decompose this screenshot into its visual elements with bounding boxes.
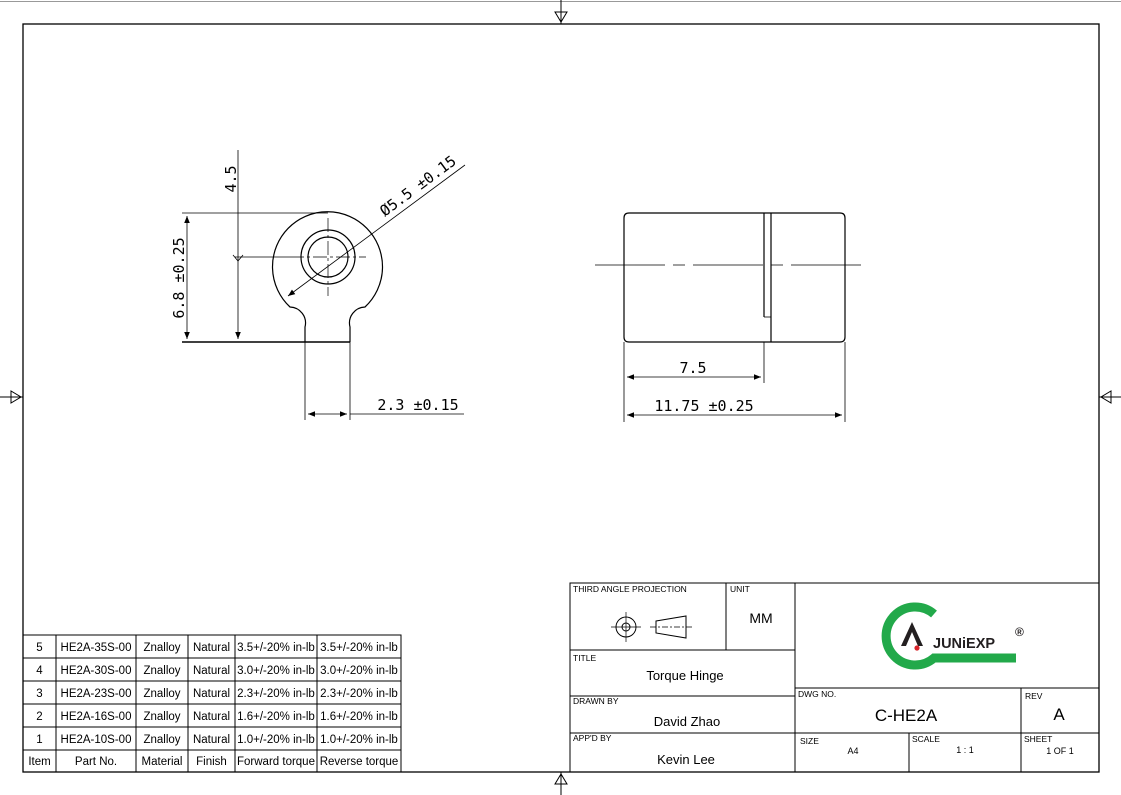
bom-row: 1 HE2A-10S-00 Znalloy Natural 1.0+/-20% in-l…	[36, 734, 398, 746]
bom-cell: 3	[36, 688, 42, 700]
diameter-leader	[287, 164, 466, 297]
bom-row: 4 HE2A-30S-00 Znalloy Natural 3.0+/-20% in-l…	[36, 665, 398, 677]
rev-value: A	[1053, 705, 1065, 724]
bom-cell: 3.0+/-20% in-lb	[237, 665, 315, 677]
bom-cell: Natural	[193, 734, 230, 746]
appd-by-value: Kevin Lee	[657, 752, 715, 767]
dim-height-label: 6.8 ±0.25	[170, 237, 188, 318]
bom-header-material: Material	[142, 756, 183, 768]
bom-cell: 5	[36, 642, 42, 654]
bom-cell: HE2A-35S-00	[61, 642, 132, 654]
bom-cell: 1.6+/-20% in-lb	[320, 711, 398, 723]
bom-cell: Znalloy	[143, 711, 180, 723]
bom-cell: HE2A-16S-00	[61, 711, 132, 723]
sheet-label: SHEET	[1024, 734, 1052, 744]
bom-cell: Znalloy	[143, 688, 180, 700]
bom-cell: 1	[36, 734, 42, 746]
dim-top-label: 4.5	[222, 165, 240, 192]
bom-cell: Znalloy	[143, 665, 180, 677]
bom-cell: 3.5+/-20% in-lb	[237, 642, 315, 654]
logo-green-swoosh-icon	[881, 602, 1016, 670]
bom-cell: Natural	[193, 642, 230, 654]
drawn-by-value: David Zhao	[654, 714, 720, 729]
bom-cell: 3.5+/-20% in-lb	[320, 642, 398, 654]
size-label: SIZE	[800, 736, 819, 746]
right-center-mark-icon	[1100, 390, 1112, 404]
bom-cell: Znalloy	[143, 642, 180, 654]
bom-cell: 3.0+/-20% in-lb	[320, 665, 398, 677]
dwg-no-label: DWG NO.	[798, 689, 836, 699]
unit-value: MM	[749, 610, 772, 626]
bom-header-item: Item	[28, 756, 50, 768]
bom-cell: HE2A-23S-00	[61, 688, 132, 700]
bom-row: 5 HE2A-35S-00 Znalloy Natural 3.5+/-20% in-l…	[36, 642, 398, 654]
bom-header-row: Item Part No. Material Finish Forward to…	[28, 756, 398, 768]
dim-tab-width-label: 2.3 ±0.15	[377, 396, 458, 414]
dim-total-label: 11.75 ±0.25	[654, 397, 753, 415]
bom-row: 2 HE2A-16S-00 Znalloy Natural 1.6+/-20% in-l…	[36, 711, 398, 723]
bom-cell: Znalloy	[143, 734, 180, 746]
title-block: THIRD ANGLE PROJECTION UNIT MM TITLE Tor…	[569, 582, 1100, 773]
logo-red-dot-icon	[914, 645, 920, 651]
rev-label: REV	[1025, 691, 1043, 701]
bom-cell: Natural	[193, 688, 230, 700]
dim-diameter-label: Ø5.5 ±0.15	[376, 152, 459, 220]
hinge-outline	[271, 211, 384, 342]
bom-cell: 2	[36, 711, 42, 723]
bom-cell: 1.0+/-20% in-lb	[320, 734, 398, 746]
bom-cell: HE2A-30S-00	[61, 665, 132, 677]
bom-cell: 2.3+/-20% in-lb	[320, 688, 398, 700]
hinge-side-outline	[623, 212, 846, 343]
logo-text: JUNiEXP	[933, 636, 995, 652]
bom-header-forward-torque: Forward torque	[237, 756, 315, 768]
top-center-mark-icon	[554, 11, 568, 23]
sheet-value: 1 OF 1	[1046, 746, 1074, 756]
title-value: Torque Hinge	[646, 668, 723, 683]
bom-header-part-no: Part No.	[75, 756, 117, 768]
juniexp-logo: JUNiEXP ®	[881, 602, 1024, 670]
dwg-no-value: C-HE2A	[875, 706, 938, 725]
bom-row: 3 HE2A-23S-00 Znalloy Natural 2.3+/-20% in-l…	[36, 688, 398, 700]
title-label: TITLE	[573, 653, 596, 663]
bom-cell: Natural	[193, 711, 230, 723]
appd-by-label: APP'D BY	[573, 733, 612, 743]
third-angle-projection-icon	[611, 612, 692, 642]
logo-triangle-icon	[901, 622, 923, 646]
scale-label: SCALE	[912, 734, 940, 744]
bom-header-finish: Finish	[196, 756, 227, 768]
bom-cell: HE2A-10S-00	[61, 734, 132, 746]
front-view	[182, 150, 466, 420]
logo-registered-mark: ®	[1015, 625, 1024, 639]
bom-header-reverse-torque: Reverse torque	[320, 756, 399, 768]
dim-partial-label: 7.5	[679, 359, 706, 377]
left-center-mark-icon	[10, 390, 22, 404]
side-view	[595, 212, 866, 422]
drawn-by-label: DRAWN BY	[573, 696, 619, 706]
projection-label: THIRD ANGLE PROJECTION	[573, 584, 687, 594]
unit-label: UNIT	[730, 584, 750, 594]
bottom-center-mark-icon	[554, 773, 568, 785]
bom-cell: Natural	[193, 665, 230, 677]
bom-cell: 1.6+/-20% in-lb	[237, 711, 315, 723]
bom-cell: 4	[36, 665, 43, 677]
scale-value: 1 : 1	[956, 745, 974, 755]
bom-cell: 1.0+/-20% in-lb	[237, 734, 315, 746]
size-value: A4	[847, 746, 858, 756]
bom-cell: 2.3+/-20% in-lb	[237, 688, 315, 700]
